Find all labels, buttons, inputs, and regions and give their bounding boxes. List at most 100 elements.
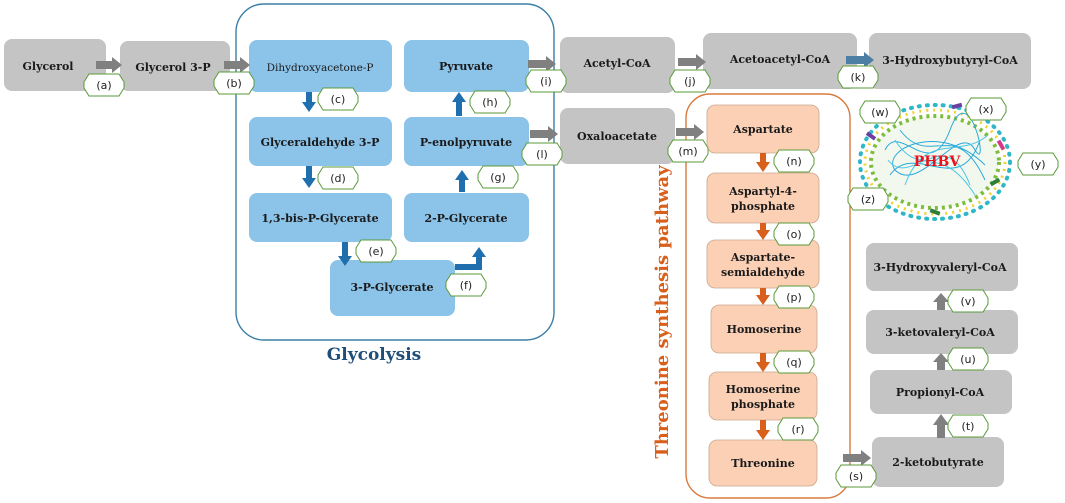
node-propionylcoa-box: [870, 370, 1012, 414]
arrow-m: [676, 124, 704, 140]
step-tags: (a) (b) (c) (d) (e) (f) (g) (h) (i) (j) …: [83, 65, 1059, 488]
node-aspartate: Aspartate: [732, 123, 793, 136]
node-pyruvate: Pyruvate: [439, 60, 493, 73]
node-dhap: Dihydroxyacetone-P: [267, 62, 374, 74]
step-tag-t: (t): [962, 420, 975, 433]
node-pg2: 2-P-Glycerate: [424, 212, 507, 225]
node-hvcoa: 3-Hydroxyvaleryl-CoA: [873, 261, 1006, 274]
step-tag-s: (s): [849, 470, 863, 483]
node-glycerol: Glycerol: [23, 60, 74, 73]
node-pep-box: [404, 117, 529, 166]
node-g3p: Glyceraldehyde 3-P: [261, 136, 380, 149]
arrow-h: [452, 92, 466, 116]
step-tag-w: (w): [871, 106, 889, 119]
node-hsp-box: [708, 371, 818, 421]
step-tag-e: (e): [368, 245, 383, 258]
arrow-r: [756, 420, 770, 440]
node-acetylcoa-box: [560, 37, 675, 93]
node-asp4p-box: [706, 172, 820, 224]
node-homoserine: Homoserine: [727, 323, 802, 336]
node-acetylcoa: Acetyl-CoA: [582, 57, 651, 70]
node-aspsa-line2: semialdehyde: [721, 266, 805, 279]
step-tag-l: (l): [536, 148, 548, 161]
arrow-e: [338, 242, 352, 266]
phbv-granule: PHBV: [858, 102, 1012, 221]
step-tag-r: (r): [791, 423, 804, 436]
glycolysis-frame: [235, 3, 555, 341]
node-oxaloacetate: Oxaloacetate: [577, 130, 657, 143]
node-threonine: Threonine: [731, 457, 795, 470]
step-tag-y: (y): [1030, 158, 1045, 171]
node-pyruvate-box: [404, 40, 529, 92]
arrow-f: [455, 247, 486, 270]
step-tag-g: (g): [490, 171, 506, 184]
step-tag-d: (d): [330, 172, 346, 185]
node-ketovalerylcoa: 3-ketovaleryl-CoA: [885, 326, 995, 339]
step-tag-n: (n): [786, 155, 802, 168]
arrow-q: [756, 353, 770, 372]
arrow-s: [843, 450, 871, 466]
glycolysis-title: Glycolysis: [327, 345, 421, 365]
node-acetoacetylcoa-box: [703, 33, 857, 89]
step-tag-p: (p): [786, 291, 802, 304]
node-g3p-box: [249, 117, 392, 166]
node-hvcoa-box: [866, 243, 1018, 291]
node-asp4p-line2: phosphate: [731, 200, 795, 213]
node-hbcoa: 3-Hydroxybutyryl-CoA: [882, 54, 1018, 67]
node-propionylcoa: Propionyl-CoA: [896, 386, 985, 399]
node-glycerol3p: Glycerol 3-P: [135, 61, 210, 74]
node-asp4p-line1: Aspartyl-4-: [728, 185, 797, 198]
node-ketobutyrate-box: [872, 437, 1004, 487]
step-tag-u: (u): [960, 353, 976, 366]
node-pep: P-enolpyruvate: [420, 136, 512, 149]
step-tag-f: (f): [460, 279, 472, 292]
threonine-title: Threonine synthesis pathway: [652, 165, 673, 459]
node-ketovalerylcoa-box: [866, 310, 1018, 354]
step-tag-k: (k): [851, 71, 866, 84]
node-pg3: 3-P-Glycerate: [350, 281, 433, 294]
step-tag-q: (q): [786, 356, 802, 369]
phbv-label: PHBV: [914, 154, 962, 170]
arrow-u: [933, 353, 949, 370]
node-bpg-box: [249, 193, 392, 242]
step-tag-m: (m): [678, 145, 697, 158]
node-hbcoa-box: [869, 33, 1031, 89]
node-ketobutyrate: 2-ketobutyrate: [892, 456, 983, 469]
arrow-k: [846, 52, 874, 68]
node-hsp-line1: Homoserine: [726, 383, 801, 396]
arrow-b: [224, 57, 250, 73]
arrow-j: [678, 54, 706, 70]
step-tag-h: (h): [482, 96, 498, 109]
arrow-v: [933, 293, 949, 310]
threonine-frame: [685, 93, 851, 499]
step-tag-c: (c): [331, 93, 346, 106]
step-tag-i: (i): [540, 75, 552, 88]
arrow-p: [756, 288, 770, 305]
arrow-i: [528, 56, 556, 72]
step-tag-b: (b): [226, 77, 242, 90]
arrow-t: [933, 414, 949, 438]
arrow-l: [530, 126, 558, 142]
step-tag-o: (o): [786, 228, 801, 241]
node-acetoacetylcoa: Acetoacetyl-CoA: [729, 53, 831, 66]
arrow-g: [455, 170, 469, 192]
node-glycerol-box: [4, 39, 106, 91]
node-hsp-line2: phosphate: [731, 398, 795, 411]
arrow-n: [756, 153, 770, 172]
node-bpg: 1,3-bis-P-Glycerate: [261, 212, 378, 225]
node-aspsa-line1: Aspartate-: [730, 251, 795, 264]
node-dhap-box: [249, 40, 392, 92]
step-tag-x: (x): [978, 103, 993, 116]
arrow-c: [302, 92, 316, 112]
arrow-a: [96, 57, 122, 73]
arrow-o: [756, 223, 770, 240]
step-tag-a: (a): [96, 79, 111, 92]
step-tag-j: (j): [684, 75, 696, 88]
arrow-d: [302, 166, 316, 188]
node-pg2-box: [404, 193, 529, 242]
step-tag-v: (v): [960, 295, 975, 308]
step-tag-z: (z): [861, 193, 875, 206]
node-aspsa-box: [706, 239, 820, 289]
